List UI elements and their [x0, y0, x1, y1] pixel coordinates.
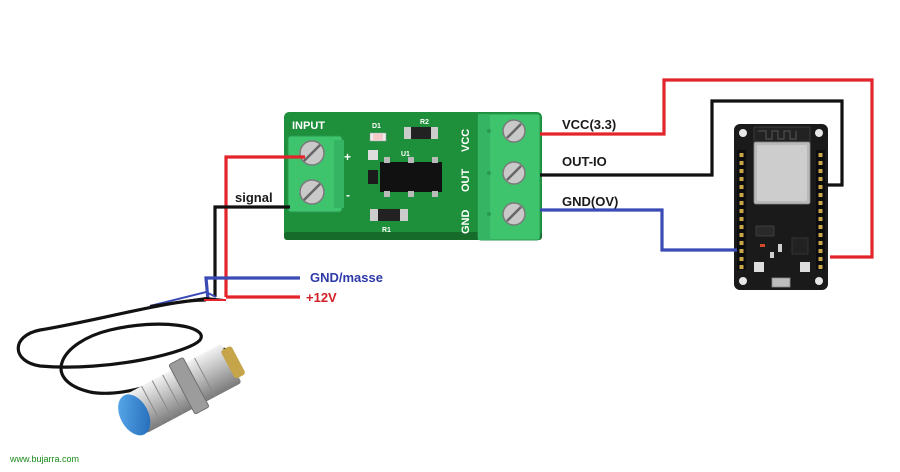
- esp32-pin: [739, 233, 744, 237]
- esp32-pin: [818, 169, 823, 173]
- power-led: [760, 244, 765, 247]
- wire-cable-ends: [149, 290, 217, 307]
- esp32-pin: [818, 201, 823, 205]
- resistor-r1: [370, 209, 408, 221]
- wire-red-input: [224, 155, 305, 297]
- label-gnd-ov: GND(OV): [562, 194, 618, 209]
- esp32-pin: [739, 249, 744, 253]
- esp32-pin: [818, 225, 823, 229]
- wire-red-vcc: [540, 78, 874, 259]
- en-button: [800, 262, 810, 272]
- pcb-gnd-label: GND: [460, 210, 472, 235]
- label-out-io: OUT-IO: [562, 154, 607, 169]
- pcb-r2-label: R2: [420, 119, 429, 126]
- pcb-minus-label: -: [346, 188, 350, 202]
- boot-button: [754, 262, 764, 272]
- inductive-proximity-sensor-icon: [16, 298, 245, 436]
- esp32-pin: [739, 225, 744, 229]
- esp32-pin: [818, 233, 823, 237]
- esp32-pin: [739, 257, 744, 261]
- optocoupler-chip-u1: [380, 162, 442, 192]
- esp32-pin: [818, 209, 823, 213]
- esp32-antenna: [753, 126, 811, 144]
- sensor-indicator: [221, 346, 245, 379]
- wires: [149, 78, 874, 307]
- esp32-pin: [818, 193, 823, 197]
- output-terminal-block: [477, 113, 541, 241]
- esp32-pin: [818, 153, 823, 157]
- wire-blue-gnd: [540, 208, 737, 252]
- pcb-input-label: INPUT: [292, 120, 325, 132]
- esp32-pin: [739, 265, 744, 269]
- optocoupler-module-icon: INPUT + - D1 R2 U1 R1 VCC OUT GND: [284, 112, 542, 241]
- esp32-pin: [818, 257, 823, 261]
- voltage-regulator: [755, 225, 775, 237]
- pcb-components: [368, 127, 442, 221]
- esp32-pin: [818, 185, 823, 189]
- esp32-pin: [818, 265, 823, 269]
- watermark: www.bujarra.com: [9, 454, 79, 464]
- esp32-pin: [818, 161, 823, 165]
- sensor-nut: [168, 357, 209, 415]
- esp32-pin: [739, 153, 744, 157]
- pcb-vcc-label: VCC: [460, 129, 472, 152]
- pcb-plus-label: +: [344, 150, 351, 164]
- label-plus-12v: +12V: [306, 290, 337, 305]
- input-terminal-block: [287, 135, 344, 213]
- label-gnd-masse: GND/masse: [310, 270, 383, 285]
- label-vcc: VCC(3.3): [562, 117, 616, 132]
- esp32-pin: [818, 177, 823, 181]
- resistor-r2: [404, 127, 438, 139]
- pcb-d1-label: D1: [372, 123, 381, 130]
- pcb-r1-label: R1: [382, 227, 391, 234]
- esp32-pins: [739, 153, 823, 269]
- esp32-pin: [818, 241, 823, 245]
- wire-black-out: [540, 99, 844, 187]
- label-signal: signal: [235, 190, 273, 205]
- esp32-pin: [739, 177, 744, 181]
- pcb-out-label: OUT: [460, 169, 472, 193]
- esp32-pin: [739, 241, 744, 245]
- esp32-pin: [818, 249, 823, 253]
- esp32-pin: [739, 161, 744, 165]
- usb-port: [771, 277, 791, 288]
- esp32-pin: [818, 217, 823, 221]
- esp32-pin: [739, 217, 744, 221]
- wire-black-signal: [213, 205, 290, 297]
- esp32-pin: [739, 193, 744, 197]
- smd-part: [368, 170, 378, 184]
- usb-uart-chip: [791, 237, 809, 255]
- esp32-pin: [739, 169, 744, 173]
- pcb-u1-label: U1: [401, 151, 410, 158]
- esp32-devkit-icon: [734, 124, 828, 290]
- esp32-pin: [739, 185, 744, 189]
- sensor-cap: [118, 394, 151, 436]
- esp32-pin: [739, 201, 744, 205]
- esp32-pin: [739, 209, 744, 213]
